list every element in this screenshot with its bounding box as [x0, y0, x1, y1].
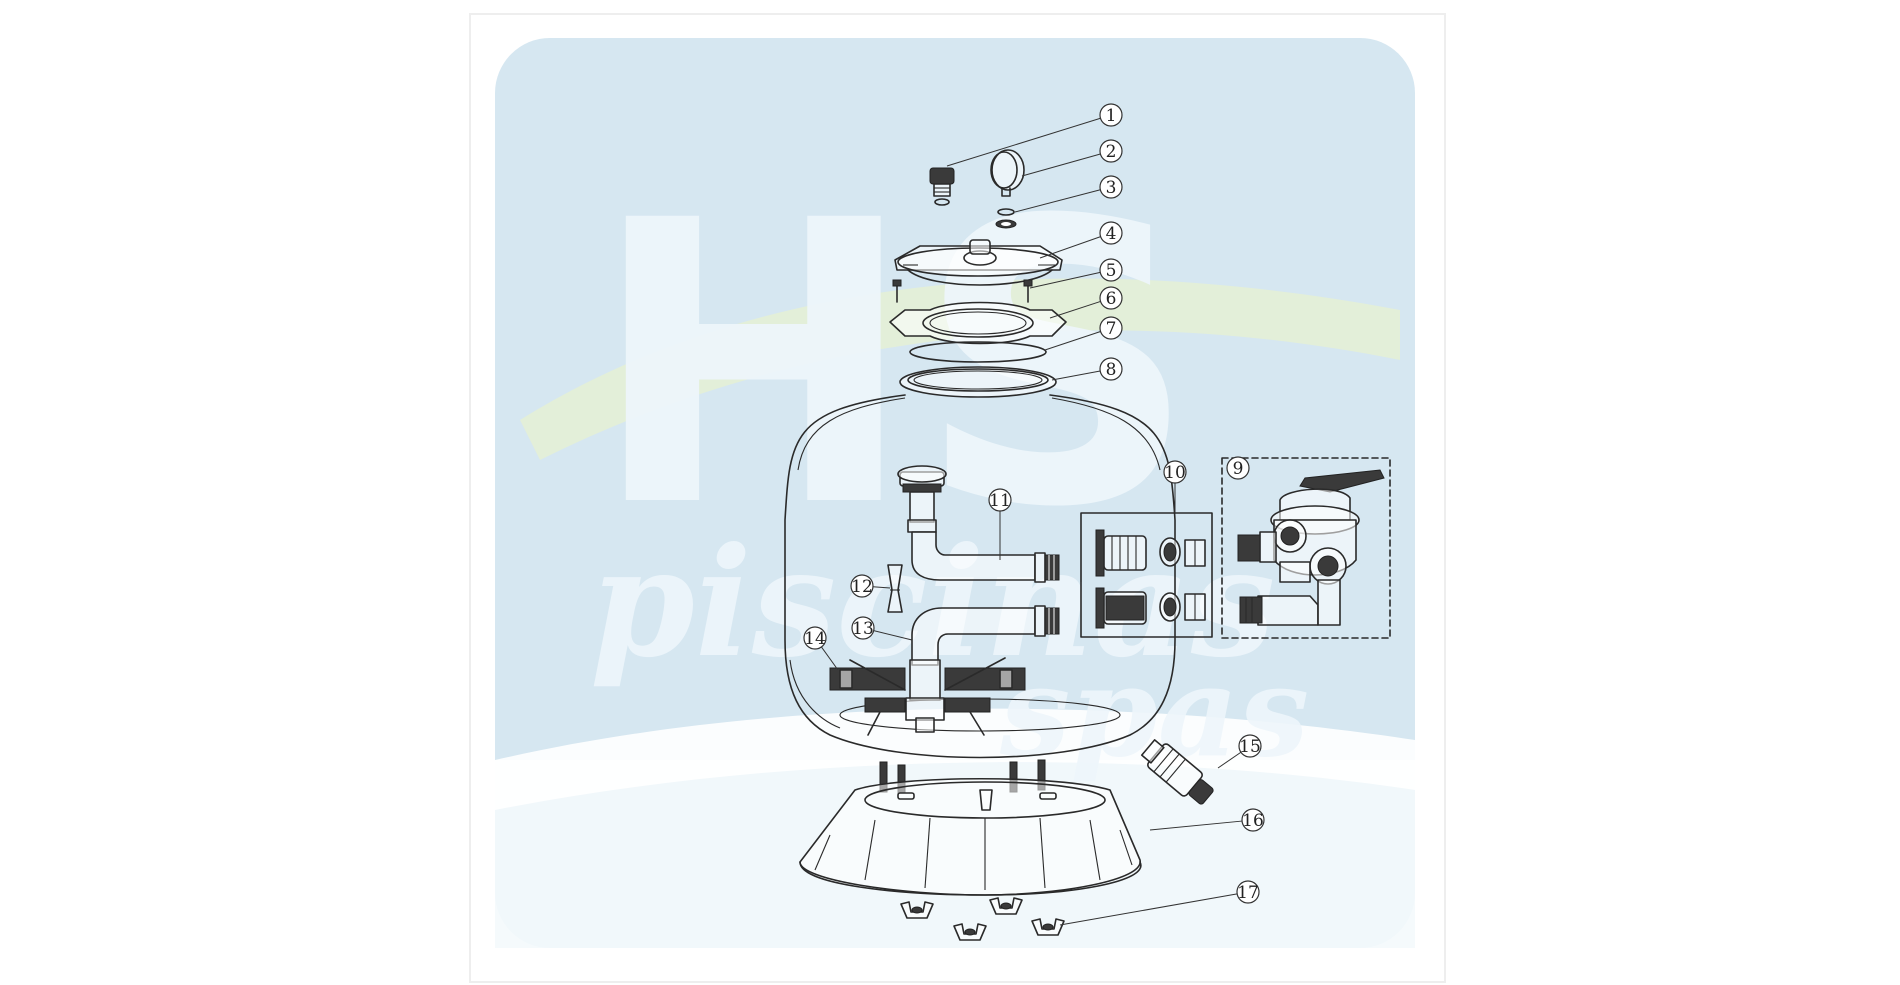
callout-9: 9 [1226, 456, 1250, 480]
callout-number: 2 [1106, 142, 1117, 162]
callout-17: 17 [1059, 880, 1260, 926]
watermark-swoosh [520, 278, 1400, 460]
callout-13: 13 [851, 616, 913, 641]
watermark-brand: HS [590, 138, 1197, 592]
part-tank-flange [899, 366, 1057, 398]
callout-circle [1099, 286, 1123, 310]
callout-circle [1163, 460, 1187, 484]
callout-number: 10 [1164, 463, 1186, 483]
part-air-vent-knob [929, 167, 955, 206]
callout-leader-line [872, 586, 891, 589]
callout-5: 5 [1029, 258, 1123, 289]
callout-number: 13 [852, 619, 874, 639]
callout-16: 16 [1149, 808, 1265, 832]
part-multiport-valve [1221, 457, 1391, 639]
callout-number: 14 [804, 629, 826, 649]
part-bulkhead-unions [1080, 512, 1213, 638]
callout-leader-line [1039, 236, 1101, 259]
part-lid-o-ring [909, 341, 1047, 363]
callout-leader-line [946, 117, 1101, 167]
callout-leader-line [1029, 271, 1101, 289]
part-clamp-screws [892, 279, 1033, 303]
callout-number: 8 [1106, 360, 1117, 380]
callout-number: 9 [1233, 459, 1244, 479]
callout-circle [1226, 456, 1250, 480]
callout-6: 6 [1049, 286, 1123, 319]
callout-circle [1238, 734, 1262, 758]
callout-circle [1236, 880, 1260, 904]
callout-circle [1099, 221, 1123, 245]
callout-number: 15 [1239, 737, 1261, 757]
part-lower-pipe-assembly [911, 605, 1060, 666]
part-filter-lid [894, 239, 1063, 286]
callout-leader-line [1049, 300, 1101, 319]
callout-11: 11 [988, 488, 1012, 560]
part-gauge-o-rings [995, 208, 1017, 229]
part-drain-plug [1140, 739, 1214, 805]
part-filter-base [799, 777, 1142, 896]
callout-leader-line [1217, 751, 1242, 769]
callout-circle [803, 626, 827, 650]
callout-circle [988, 488, 1012, 512]
callout-circle [1241, 808, 1265, 832]
callout-circle [1099, 357, 1123, 381]
callout-number: 16 [1242, 811, 1264, 831]
callout-number: 4 [1106, 224, 1117, 244]
callout-number: 3 [1106, 178, 1117, 198]
callout-number: 7 [1106, 319, 1117, 339]
callout-number: 11 [989, 491, 1011, 511]
callout-circle [1099, 175, 1123, 199]
callout-2: 2 [1021, 139, 1123, 177]
part-wing-nuts [900, 897, 1065, 941]
part-upper-pipe-assembly [897, 465, 1060, 583]
part-pipe-bracket [887, 564, 903, 613]
callout-leader-line [1051, 370, 1101, 381]
callout-circle [851, 616, 875, 640]
callout-number: 5 [1106, 261, 1117, 281]
callout-circle [1099, 139, 1123, 163]
part-laterals-hub [829, 657, 1026, 736]
callout-number: 6 [1106, 289, 1117, 309]
callout-number: 12 [851, 577, 873, 597]
callout-leader-line [873, 630, 913, 641]
part-pressure-gauge [990, 149, 1025, 197]
callout-leader-line [1149, 820, 1243, 831]
callout-7: 7 [1044, 316, 1123, 351]
callout-4: 4 [1039, 221, 1123, 259]
callout-leader-line [1044, 331, 1101, 351]
callout-number: 1 [1106, 106, 1117, 126]
callout-8: 8 [1051, 357, 1123, 381]
callout-15: 15 [1217, 734, 1262, 769]
callout-14: 14 [803, 626, 839, 671]
callout-10: 10 [1163, 460, 1187, 513]
callout-leader-line [1014, 189, 1101, 213]
callout-leader-line [1021, 153, 1101, 177]
watermark: HS piscinas spas [495, 38, 1415, 948]
callout-circle [1099, 258, 1123, 282]
callout-circle [850, 574, 874, 598]
callout-leader-line [821, 646, 839, 671]
callout-1: 1 [946, 103, 1123, 167]
callout-number: 17 [1237, 883, 1259, 903]
callout-12: 12 [850, 574, 891, 598]
callout-circle [1099, 103, 1123, 127]
callout-circle [1099, 316, 1123, 340]
part-clamp-ring [889, 301, 1067, 345]
callout-3: 3 [1014, 175, 1123, 213]
callout-leader-line [1059, 893, 1238, 926]
